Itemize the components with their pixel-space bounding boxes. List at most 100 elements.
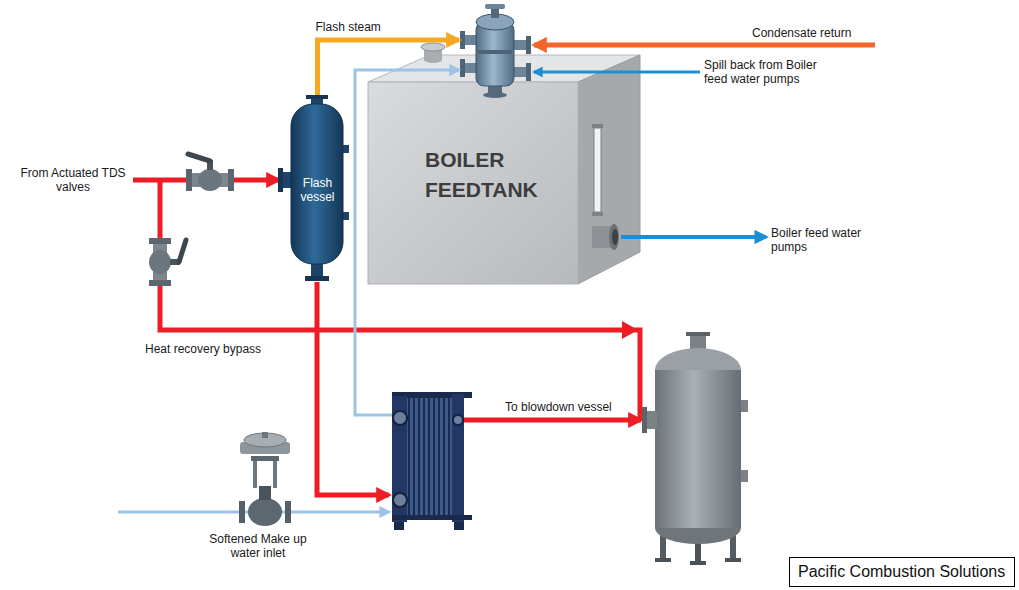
- deaerator-head: [460, 4, 531, 98]
- flow-label: Heat recovery bypass: [145, 342, 261, 356]
- control-valve: [253, 460, 257, 488]
- feedtank-illustration: [592, 124, 603, 128]
- plate-heat-exchanger: [392, 515, 472, 520]
- feedtank-illustration: [609, 224, 619, 250]
- blowdown-vessel: [690, 561, 706, 565]
- deaerator-head: [526, 36, 531, 54]
- flash-vessel-illustration: [305, 276, 329, 281]
- flow-label: Condensate return: [752, 26, 851, 40]
- plate-heat-exchanger: [392, 392, 472, 530]
- feedtank-illustration: [594, 128, 601, 212]
- control-valve: [239, 432, 291, 526]
- flash-vessel: Flash vessel: [290, 95, 345, 285]
- deaerator-head: [476, 22, 514, 86]
- plate-heat-exchanger: [394, 522, 404, 530]
- control-valve: [285, 501, 291, 523]
- cooled-blowdown-pipe: [460, 418, 641, 423]
- tank-vent: [421, 43, 445, 63]
- ball-valve: [149, 250, 171, 274]
- deaerator-head: [526, 63, 531, 81]
- blowdown-vessel: [642, 332, 748, 565]
- deaerator-head: [485, 4, 505, 9]
- flow-label: Spill back from Boiler feed water pumps: [704, 58, 840, 86]
- feedtank-illustration: [612, 229, 618, 245]
- deaerator-head: [460, 31, 465, 49]
- ball-valve: [149, 238, 186, 286]
- node-text: BOILER FEEDTANK: [425, 145, 550, 205]
- control-valve: [273, 460, 277, 488]
- heat-recovery-bypass-pipe: [622, 321, 638, 339]
- feedtank-illustration: [368, 55, 640, 284]
- node-text: Flash vessel: [296, 176, 340, 204]
- plate-heat-exchanger: [393, 411, 407, 425]
- flash-vessel-drain-pipe: [317, 282, 389, 495]
- condensate-return-pipe: [534, 43, 875, 48]
- blowdown-vessel: [741, 400, 748, 412]
- flow-label: To blowdown vessel: [505, 400, 612, 414]
- cooled-blowdown-pipe: [460, 420, 641, 421]
- feedtank-illustration: [368, 82, 578, 284]
- control-valve: [244, 433, 286, 447]
- destination-label: Boiler feed water pumps: [771, 226, 871, 254]
- plate-heat-exchanger: [452, 394, 464, 522]
- blowdown-vessel: [741, 470, 748, 482]
- flash-vessel-drain-pipe: [317, 282, 389, 495]
- source-label: From Actuated TDS valves: [16, 166, 130, 194]
- heat-recovery-bypass-pipe: [160, 182, 640, 420]
- feedtank-illustration: [578, 55, 640, 284]
- deaerator-head: [513, 67, 528, 77]
- flash-steam-line: [318, 40, 460, 95]
- ball-valve: [149, 238, 171, 244]
- ball-valve: [186, 169, 192, 191]
- tank-vent: [421, 43, 445, 51]
- tank-vent: [424, 57, 442, 63]
- control-valve: [239, 501, 245, 523]
- source-label: Softened Make up water inlet: [206, 532, 310, 560]
- company-name-box: Pacific Combustion Solutions: [789, 557, 1015, 587]
- plate-heat-exchanger: [392, 396, 407, 522]
- feed-pump-suction-pipe: [621, 235, 766, 239]
- deaerator-head: [483, 92, 507, 98]
- control-valve: [259, 486, 271, 500]
- control-valve: [251, 456, 279, 461]
- preheated-makeup-pipe: [355, 70, 459, 415]
- plate-heat-exchanger: [406, 398, 454, 518]
- ball-valve: [198, 169, 222, 191]
- flash-vessel-illustration: [306, 95, 328, 99]
- edge-label: Flash steam: [316, 20, 381, 34]
- node-text: Pacific Combustion Solutions: [798, 562, 1006, 582]
- ball-valve: [188, 154, 210, 161]
- blowdown-vessel: [690, 334, 706, 350]
- flash-vessel-illustration: [278, 95, 349, 281]
- blowdown-vessel: [642, 407, 647, 433]
- flash-vessel-illustration: [278, 168, 283, 192]
- blowdown-vessel: [655, 370, 741, 528]
- deaerator-head: [491, 8, 499, 18]
- plate-heat-exchanger: [393, 493, 407, 507]
- condensate-return-pipe: [534, 45, 875, 46]
- plate-heat-exchanger: [453, 415, 463, 425]
- spill-back-pipe: [534, 71, 700, 74]
- plate-heat-exchanger: [454, 522, 464, 530]
- flash-vessel-illustration: [291, 104, 343, 264]
- deaerator-head: [460, 59, 465, 77]
- heat-recovery-bypass-pipe: [160, 182, 640, 420]
- control-valve: [248, 498, 282, 526]
- ball-valve: [149, 280, 171, 286]
- control-valve: [262, 432, 268, 438]
- ball-valve: [228, 169, 234, 191]
- blowdown-vessel: [725, 558, 741, 562]
- ball-valve: [186, 154, 234, 191]
- preheated-makeup-pipe: [355, 70, 459, 415]
- feed-pump-suction-pipe: [621, 237, 766, 238]
- deaerator-head: [478, 50, 512, 54]
- deaerator-head: [513, 40, 528, 50]
- boiler-feedtank: BOILER FEEDTANK: [368, 5, 640, 285]
- spill-back-pipe: [534, 72, 700, 73]
- blowdown-vessel: [686, 332, 710, 336]
- feedtank-illustration: [592, 212, 603, 216]
- ball-valve: [179, 240, 186, 262]
